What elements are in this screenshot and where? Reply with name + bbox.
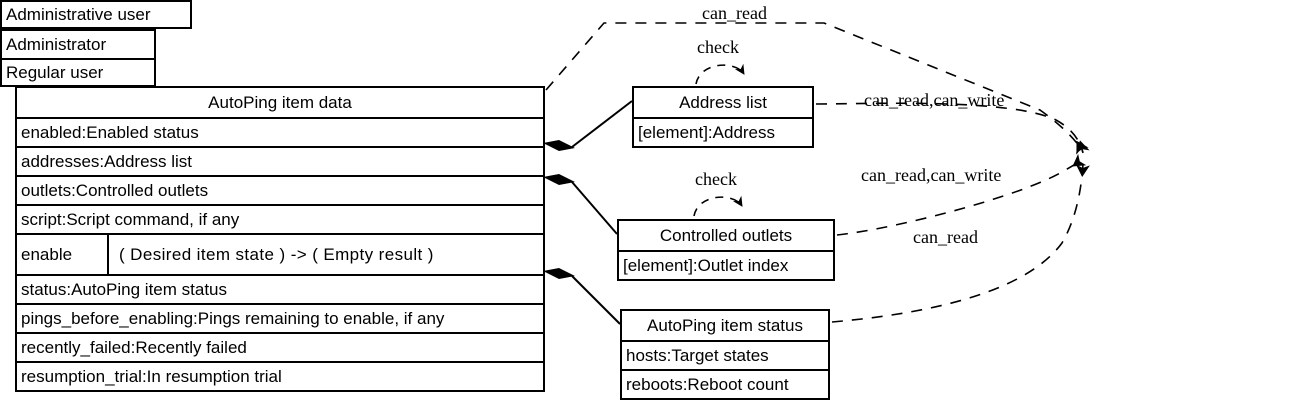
edge-label-check-address-list: check bbox=[697, 37, 739, 57]
attribute-address-list-element: [element]:Address bbox=[634, 117, 812, 146]
edge-label-can-read-can-write-address: can_read,can_write bbox=[864, 90, 1005, 110]
edge-composition-outlets bbox=[543, 174, 618, 235]
attribute-controlled-outlets-element: [element]:Outlet index bbox=[619, 250, 833, 279]
class-title-controlled-outlets: Controlled outlets bbox=[659, 225, 793, 245]
class-box-administrative-user[interactable]: Administrative user Administrator Regula… bbox=[0, 0, 192, 87]
class-title-administrative-user: Administrative user bbox=[0, 0, 192, 29]
class-title-address-list: Address list bbox=[679, 92, 767, 112]
method-enable-row: enable ( Desired item state ) -> ( Empty… bbox=[17, 233, 543, 274]
attribute-outlets: outlets:Controlled outlets bbox=[17, 175, 543, 204]
method-enable-signature: ( Desired item state ) -> ( Empty result… bbox=[107, 235, 543, 274]
class-title-autoping-item-status: AutoPing item status bbox=[647, 315, 803, 335]
edge-check-address-list bbox=[695, 63, 745, 85]
class-box-autoping-item-status[interactable]: AutoPing item status hosts:Target states… bbox=[620, 309, 830, 400]
attribute-script: script:Script command, if any bbox=[17, 204, 543, 233]
class-box-address-list[interactable]: Address list [element]:Address bbox=[632, 86, 814, 148]
attribute-reboots: reboots:Reboot count bbox=[622, 369, 828, 398]
attribute-status: status:AutoPing item status bbox=[17, 274, 543, 303]
attribute-recently-failed: recently_failed:Recently failed bbox=[17, 332, 543, 361]
edge-label-can-read-top: can_read bbox=[702, 3, 767, 23]
class-box-autoping-item-data[interactable]: AutoPing item data enabled:Enabled statu… bbox=[15, 86, 545, 392]
attribute-addresses: addresses:Address list bbox=[17, 146, 543, 175]
edge-label-can-read-status: can_read bbox=[913, 227, 978, 247]
method-enable-name: enable bbox=[21, 244, 73, 264]
enum-value-regular-user: Regular user bbox=[0, 58, 156, 87]
attribute-hosts: hosts:Target states bbox=[622, 340, 828, 369]
enum-value-administrator: Administrator bbox=[0, 29, 156, 58]
edge-composition-addresses bbox=[543, 100, 633, 151]
edge-check-controlled-outlets bbox=[693, 195, 743, 217]
edge-label-check-controlled-outlets: check bbox=[695, 169, 737, 189]
edge-composition-status bbox=[543, 268, 621, 325]
edge-label-can-read-can-write-outlets: can_read,can_write bbox=[861, 165, 1002, 185]
class-title-autoping-item-data: AutoPing item data bbox=[208, 92, 352, 112]
class-box-controlled-outlets[interactable]: Controlled outlets [element]:Outlet inde… bbox=[617, 219, 835, 281]
attribute-resumption-trial: resumption_trial:In resumption trial bbox=[17, 361, 543, 390]
edge-can-read-main-to-admin bbox=[545, 22, 1089, 155]
attribute-enabled: enabled:Enabled status bbox=[17, 117, 543, 146]
attribute-pings-before-enabling: pings_before_enabling:Pings remaining to… bbox=[17, 303, 543, 332]
